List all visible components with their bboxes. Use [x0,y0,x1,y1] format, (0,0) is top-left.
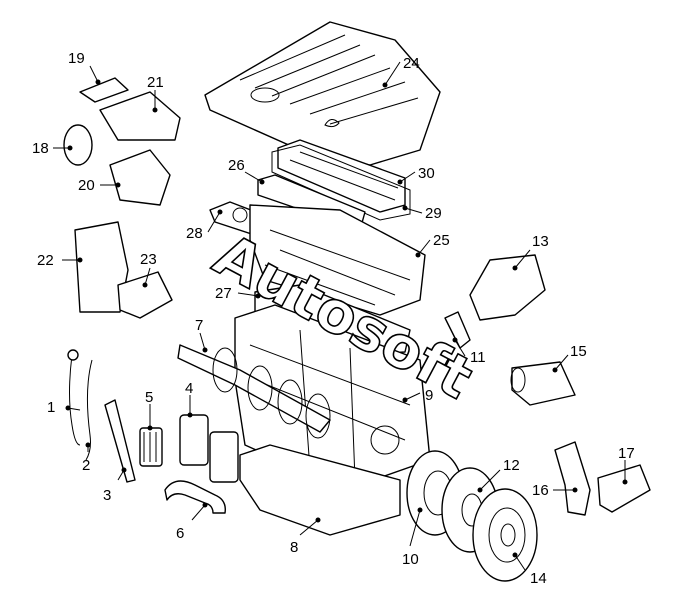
callout-30: 30 [418,165,435,182]
part-dipstick-guide [85,359,93,461]
part-pressure-plate [472,488,538,582]
part-starter-motor [510,361,576,406]
part-dipstick-tube [69,354,81,446]
callout-lines [53,61,626,571]
callout-12: 12 [503,457,520,474]
callout-1: 1 [47,399,55,416]
callout-17: 17 [618,445,635,462]
callout-10: 10 [402,551,419,568]
callout-2: 2 [82,457,90,474]
callout-7: 7 [195,317,203,334]
callout-24: 24 [403,55,420,72]
part-oil-level-sensor [104,399,136,483]
callout-27: 27 [215,285,232,302]
callout-21: 21 [147,74,164,91]
callout-13: 13 [532,233,549,250]
callout-3: 3 [103,487,111,504]
callout-22: 22 [37,252,54,269]
part-engine-cover [204,21,441,166]
part-right-engine-mount [554,441,591,516]
callout-dots [65,79,628,558]
callout-11: 11 [470,349,486,366]
callout-23: 23 [140,251,157,268]
callout-28: 28 [186,225,203,242]
callout-19: 19 [68,50,85,67]
part-mount-support [109,149,171,206]
part-water-hose [164,480,226,514]
part-thermostat-housing [469,254,546,321]
part-rubber-mount [63,124,93,166]
part-oil-cooler [179,414,239,483]
part-engine-block [234,304,431,491]
callout-6: 6 [176,525,184,542]
callout-15: 15 [570,343,587,360]
part-mount-bracket [597,464,651,513]
callout-26: 26 [228,157,245,174]
part-rocker-cover [271,139,411,221]
callout-9: 9 [425,387,433,404]
callout-29: 29 [425,205,442,222]
callout-25: 25 [433,232,450,249]
callout-5: 5 [145,389,153,406]
part-dipstick-cap [67,349,79,361]
part-crankshaft [177,344,331,439]
part-mount-clamp [79,77,129,103]
callout-20: 20 [78,177,95,194]
part-mount-bracket-upper [99,91,181,141]
callout-4: 4 [185,380,193,397]
part-water-outlet [117,271,173,319]
part-oil-sump [239,444,401,536]
callout-16: 16 [532,482,549,499]
callout-8: 8 [290,539,298,556]
callout-18: 18 [32,140,49,157]
part-oil-filter [139,427,163,467]
callout-14: 14 [530,570,547,587]
